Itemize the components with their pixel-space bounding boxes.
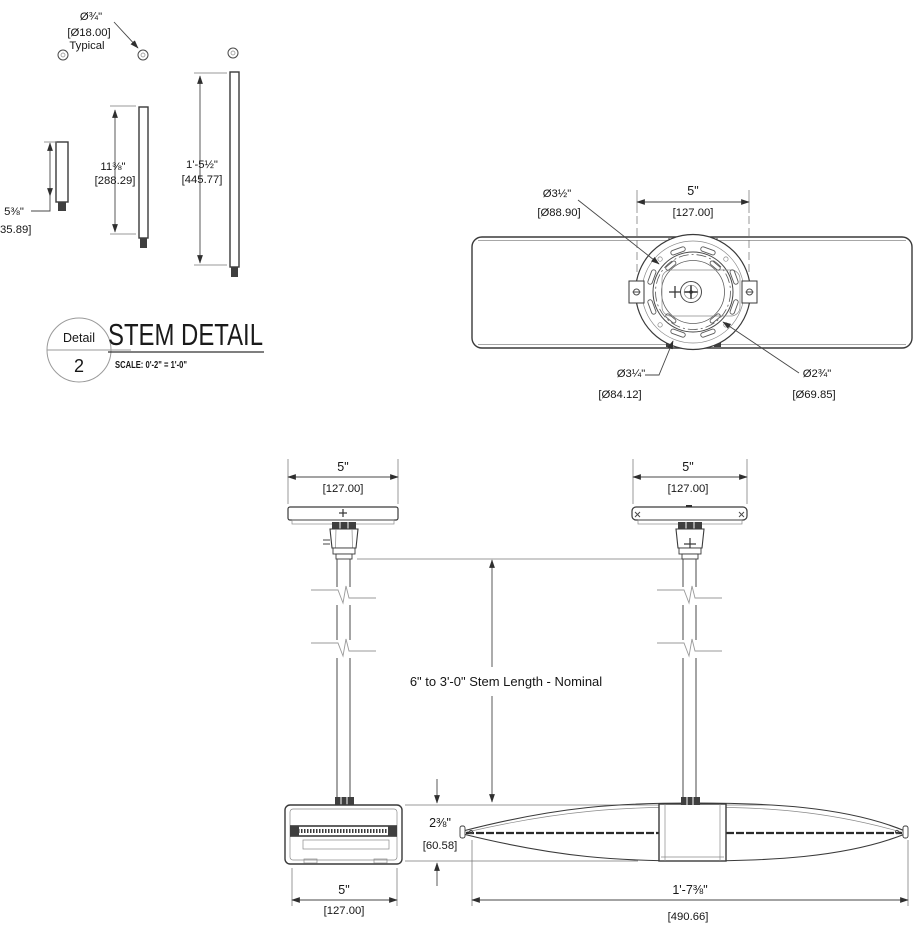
drawing-title: STEM DETAIL <box>108 317 263 352</box>
left-fixture-end-view <box>284 804 403 865</box>
break-symbol <box>311 638 376 658</box>
short-stem-metric: 35.89] <box>0 224 31 236</box>
stem-top-view-circles <box>57 47 239 61</box>
right-plate-width-metric: [127.00] <box>668 483 709 495</box>
long-stem-length: 1'-5½" <box>186 159 218 171</box>
stem-threaded-tip <box>140 238 147 248</box>
fixture-height-imperial: 2⅜" <box>429 816 451 830</box>
stem-top-circle <box>57 49 69 61</box>
left-elevation: 5" [127.00] <box>284 459 403 917</box>
drawing-scale: SCALE: 0'-2" = 1'-0" <box>115 360 187 371</box>
break-symbol <box>657 638 722 658</box>
bolt-circle-metric: [Ø84.12] <box>598 389 641 401</box>
bolt-circle <box>655 254 731 330</box>
hole-callout: Ø¾" [Ø18.00] Typical <box>67 11 139 52</box>
stem-threaded-tip <box>231 267 238 277</box>
hole-leader <box>113 21 139 49</box>
fixture-length-imperial: 1'-7⅜" <box>672 883 707 897</box>
break-symbol <box>311 585 376 605</box>
hole-dia-label: Ø¾" <box>80 11 102 23</box>
left-ceiling-plate <box>287 506 399 525</box>
fixture-height-dim: 2⅜" [60.58] <box>423 779 458 886</box>
inner-dia-metric: [Ø69.85] <box>792 389 835 401</box>
left-plate-width-imperial: 5" <box>337 460 348 474</box>
left-plate-width-metric: [127.00] <box>323 483 364 495</box>
plan-width-imperial: 5" <box>687 184 698 198</box>
inner-dia-leader <box>722 321 800 374</box>
short-stem-view: 5⅜" 35.89] <box>0 141 69 236</box>
outer-dia-metric: [Ø88.90] <box>537 207 580 219</box>
detail-word: Detail <box>63 331 95 345</box>
plan-width-metric: [127.00] <box>673 207 714 219</box>
plan-dia-callouts: Ø3½" [Ø88.90] Ø3¼" [Ø84.12] Ø2¾" [Ø69.85… <box>537 188 835 401</box>
stem-body <box>138 106 149 239</box>
long-stem-view: 1'-5½" [445.77] <box>182 71 240 277</box>
stem-body <box>229 71 240 268</box>
stem-top-circle <box>137 49 149 61</box>
outer-dia-imperial: Ø3½" <box>543 188 572 200</box>
stem-length-note: 6" to 3'-0" Stem Length - Nominal <box>410 674 602 689</box>
outer-dia-leader <box>577 199 660 265</box>
stem-threaded-tip <box>58 202 66 211</box>
right-fixture-side-view <box>459 797 909 862</box>
bolt-circle-leader <box>645 340 674 376</box>
right-elevation: 5" [127.00] <box>459 459 909 923</box>
bolt-circle-imperial: Ø3¼" <box>617 368 646 380</box>
right-canopy <box>675 522 705 560</box>
title-block: Detail 2 STEM DETAIL SCALE: 0'-2" = 1'-0… <box>46 317 264 383</box>
stem-views: Ø¾" [Ø18.00] Typical 5⅜" 35.89] 11⅜" [28… <box>0 11 264 383</box>
canopy-inner-circle <box>652 251 734 333</box>
right-ceiling-plate <box>631 505 748 525</box>
medium-stem-metric: [288.29] <box>95 175 136 187</box>
plan-view: 5" [127.00] Ø3½" [Ø88.90] Ø3¼" [Ø84.12] … <box>471 184 913 401</box>
left-stem <box>311 559 376 805</box>
side-clip-right <box>741 280 758 304</box>
stem-length-dim: 6" to 3'-0" Stem Length - Nominal <box>410 559 602 803</box>
mount-canopy-circle <box>628 233 758 351</box>
inner-dia-imperial: Ø2¾" <box>803 368 832 380</box>
short-stem-length: 5⅜" <box>4 206 24 218</box>
medium-stem-length: 11⅜" <box>100 161 125 173</box>
center-crosshair <box>669 286 681 298</box>
detail-number: 2 <box>74 356 84 376</box>
stem-body <box>55 141 69 203</box>
fixture-length-metric: [490.66] <box>668 911 709 923</box>
break-symbol <box>657 585 722 605</box>
hole-typical-note: Typical <box>69 40 104 52</box>
long-stem-metric: [445.77] <box>182 174 223 186</box>
fixture-width-imperial: 5" <box>338 883 349 897</box>
fixture-height-metric: [60.58] <box>423 840 458 852</box>
elevation-views: 5" [127.00] <box>284 459 909 923</box>
fixture-housing <box>658 803 727 862</box>
right-stem <box>657 559 722 798</box>
side-clip-left <box>628 280 645 304</box>
hole-dia-metric: [Ø18.00] <box>67 27 110 39</box>
canopy-slots <box>647 246 739 338</box>
left-canopy <box>323 522 359 560</box>
medium-stem-view: 11⅜" [288.29] <box>95 105 149 248</box>
fixture-width-metric: [127.00] <box>324 905 365 917</box>
stem-top-circle <box>227 47 239 59</box>
right-plate-width-imperial: 5" <box>682 460 693 474</box>
plan-width-dim: 5" [127.00] <box>636 184 750 272</box>
